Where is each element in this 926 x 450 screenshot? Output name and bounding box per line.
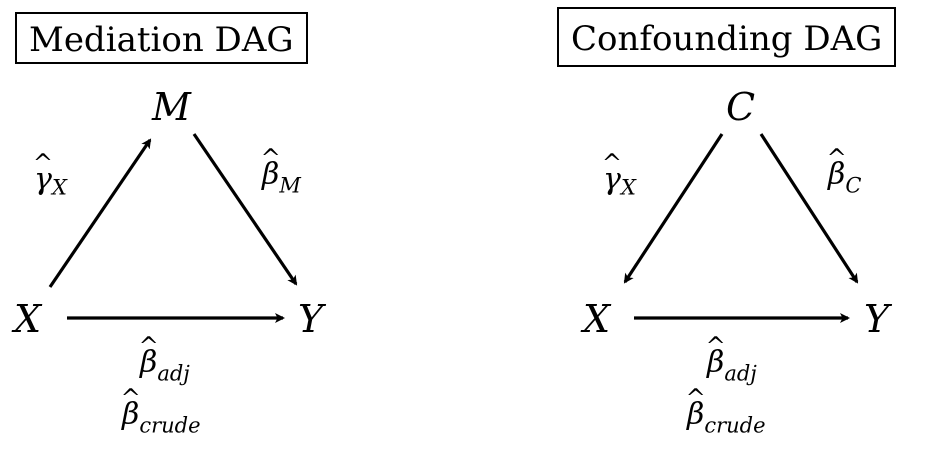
node-y: Y [864,297,890,341]
label-symbol: γ [603,162,621,197]
label-subscript: M [279,173,301,198]
label-subscript: adj [157,361,190,386]
hat-mark: ^ [32,149,54,177]
label-symbol: γ [34,162,52,197]
edge-c-to-x [623,133,724,284]
label-subscript: X [51,175,67,200]
label-subscript: adj [724,361,757,386]
label-beta-crude: ^βcrude [686,386,766,438]
label-subscript: X [620,175,636,200]
label-symbol: β [140,345,158,380]
hat-mark: ^ [120,384,141,412]
label-symbol: β [122,397,140,432]
hat-mark: ^ [138,332,159,360]
label-symbol: β [828,157,846,192]
mediation-edges [48,133,298,323]
label-gamma-x: ^γX [602,151,636,200]
confounding-edges [623,133,859,323]
hat-mark: ^ [826,144,847,172]
edge-x-to-m [48,138,152,288]
label-beta-m: ^βM [261,146,301,198]
label-subscript: crude [139,413,201,438]
label-subscript: C [845,173,862,198]
label-gamma-x: ^γX [33,151,67,200]
hat-mark: ^ [685,384,706,412]
edge-m-to-y [192,133,298,286]
confounding-dag: Confounding DAG C X Y ^γX ^βC ^βadj ^βcr… [463,0,926,450]
label-subscript: crude [704,413,766,438]
mediation-dag: Mediation DAG M X Y ^γX ^βM ^βadj ^βcrud… [14,12,324,438]
label-beta-crude: ^βcrude [121,386,201,438]
node-x: X [14,297,42,341]
hat-mark: ^ [601,149,623,177]
node-y: Y [298,297,324,341]
node-m: M [152,85,191,129]
label-symbol: β [262,157,280,192]
label-symbol: β [707,345,725,380]
node-c: C [726,85,756,129]
label-symbol: β [687,397,705,432]
label-beta-c: ^βC [827,146,862,198]
confounding-title: Confounding DAG [557,7,897,67]
label-beta-adj: ^βadj [139,334,190,386]
edge-c-to-y [759,133,859,284]
mediation-title: Mediation DAG [15,12,308,64]
label-beta-adj: ^βadj [706,334,757,386]
hat-mark: ^ [260,144,281,172]
hat-mark: ^ [705,332,726,360]
node-x: X [583,297,611,341]
